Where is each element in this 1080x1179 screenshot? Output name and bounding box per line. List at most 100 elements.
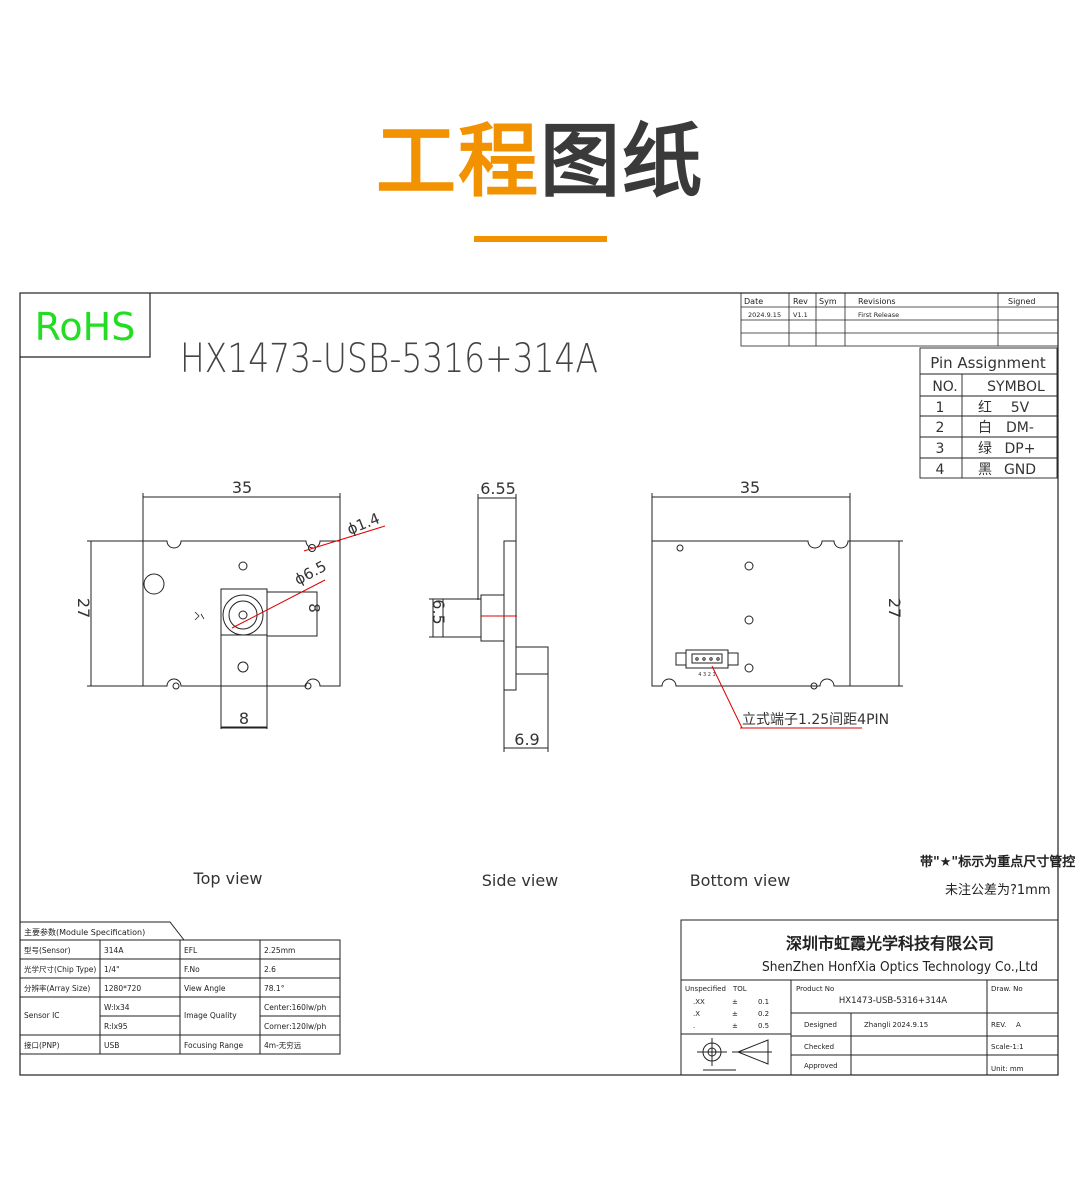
pin-4-symbol: GND — [1004, 462, 1036, 478]
dim-hole-dia: ϕ1.4 — [344, 509, 382, 538]
dim-top-width: 35 — [232, 478, 252, 497]
pin-3-no: 3 — [936, 441, 945, 457]
spec-r1-v1: 314A — [104, 946, 124, 955]
tol-2-c: 0.2 — [758, 1010, 769, 1018]
spec-r2-v2: 2.6 — [264, 965, 276, 974]
dim-tab-width: 8 — [239, 709, 249, 728]
pin-4-color: 黑 — [978, 462, 992, 478]
scale-label: Scale-1:1 — [991, 1043, 1024, 1051]
label-bottom-view: Bottom view — [690, 871, 791, 890]
spec-r4-v1: W:lx34 — [104, 1003, 130, 1012]
spec-r1-k1: 型号(Sensor) — [24, 946, 71, 955]
pin-head-symbol: SYMBOL — [987, 379, 1045, 395]
spec-r3-v2: 78.1° — [264, 984, 285, 993]
spec-r6-k2: Focusing Range — [184, 1041, 244, 1050]
tol-label: TOL — [732, 985, 747, 993]
dim-top-height: 27 — [74, 598, 93, 618]
connector-pin-labels: 4 3 2 1 — [698, 672, 716, 678]
pin-head-no: NO. — [932, 379, 957, 395]
spec-r6-v1: USB — [104, 1041, 119, 1050]
unspecified-label: Unspecified — [685, 985, 726, 993]
dim-bottom-height: 27 — [885, 598, 904, 618]
label-top-view: Top view — [193, 869, 263, 888]
rohs-label: RoHS — [35, 305, 136, 349]
pin-3-color: 绿 — [978, 441, 992, 457]
title-underline — [474, 236, 607, 242]
spec-title: 主要参数(Module Specification) — [24, 927, 145, 937]
label-side-view: Side view — [482, 871, 559, 890]
top-view-drawing — [87, 493, 341, 729]
dim-side-lens: 6.5 — [429, 599, 448, 624]
product-no: HX1473-USB-5316+314A — [839, 996, 947, 1006]
rev-head-sym: Sym — [819, 297, 837, 306]
dim-side-width: 6.55 — [480, 479, 516, 498]
rev-rev: V1.1 — [793, 311, 808, 319]
draw-no-label: Draw. No — [991, 985, 1023, 993]
title-block — [680, 919, 1059, 1076]
spec-r3-k1: 分辨率(Array Size) — [24, 983, 90, 993]
company-cn: 深圳市虹霞光学科技有限公司 — [786, 934, 994, 953]
dim-lens-dia: ϕ6.5 — [291, 557, 329, 589]
rohs-badge: RoHS — [20, 293, 151, 358]
page-title-dark: 图纸 — [540, 115, 704, 208]
tol-3-b: ± — [732, 1022, 738, 1030]
spec-table — [19, 921, 341, 1055]
pin-1-color: 红 — [978, 400, 992, 416]
checked-label: Checked — [804, 1043, 834, 1051]
spec-r6-v2: 4m-无穷远 — [264, 1040, 302, 1050]
pin-table-title: Pin Assignment — [930, 354, 1046, 372]
rev-head-rev: Rev — [793, 297, 808, 306]
dim-bottom-width: 35 — [740, 478, 760, 497]
pin-assignment-table — [919, 347, 1058, 479]
sheet-border — [19, 292, 1059, 1076]
designed-value: Zhangli 2024.9.15 — [864, 1021, 928, 1029]
product-no-label: Product No — [796, 985, 834, 993]
pin-4-no: 4 — [936, 462, 945, 478]
bottom-view-leader — [711, 665, 862, 729]
dim-lens-height: 8 — [305, 603, 323, 613]
spec-r2-k2: F.No — [184, 965, 200, 974]
spec-r6-k1: 接口(PNP) — [24, 1040, 60, 1050]
tol-3-c: 0.5 — [758, 1022, 769, 1030]
part-number: HX1473-USB-5316+314A — [180, 336, 598, 382]
pin-2-color: 白 — [978, 420, 992, 436]
rev-head-revisions: Revisions — [858, 297, 896, 306]
spec-r4-v2: Center:160lw/ph — [264, 1003, 326, 1012]
tol-3-a: . — [693, 1022, 695, 1030]
company-en: ShenZhen HonfXia Optics Technology Co.,L… — [762, 960, 1038, 975]
tol-1-c: 0.1 — [758, 998, 769, 1006]
spec-r4-k2: Image Quality — [184, 1011, 237, 1020]
bottom-view-drawing — [651, 493, 903, 690]
tol-1-b: ± — [732, 998, 738, 1006]
top-view-leaders — [231, 525, 386, 629]
rev-head-date: Date — [744, 297, 763, 306]
rev-date: 2024.9.15 — [748, 311, 781, 319]
pin-1-no: 1 — [936, 400, 945, 416]
dim-side-depth: 6.9 — [514, 730, 539, 749]
connector-note: 立式端子1.25间距4PIN — [742, 712, 889, 728]
approved-label: Approved — [804, 1062, 838, 1070]
spec-r3-v1: 1280*720 — [104, 984, 141, 993]
tol-2-b: ± — [732, 1010, 738, 1018]
pin-2-no: 2 — [936, 420, 945, 436]
rev-head-signed: Signed — [1008, 297, 1035, 306]
note-line-2: 未注公差为?1mm — [945, 883, 1051, 898]
page-title-orange: 工程 — [376, 115, 540, 208]
rev-value: A — [1016, 1021, 1021, 1029]
spec-r2-k1: 光学尺寸(Chip Type) — [24, 964, 96, 974]
spec-r3-k2: View Angle — [184, 984, 226, 993]
projection-symbol-icon — [697, 1038, 772, 1071]
tol-1-a: .XX — [693, 998, 705, 1006]
revision-table — [740, 292, 1059, 347]
page-title: 工程图纸 — [0, 112, 1080, 212]
designed-label: Designed — [804, 1021, 837, 1029]
spec-r4-k1: Sensor IC — [24, 1011, 60, 1020]
pin-3-symbol: DP+ — [1005, 441, 1036, 457]
spec-r5-v2: Corner:120lw/ph — [264, 1022, 326, 1031]
tol-2-a: .X — [693, 1010, 700, 1018]
pin-2-symbol: DM- — [1006, 420, 1034, 436]
spec-r1-v2: 2.25mm — [264, 946, 295, 955]
spec-r2-v1: 1/4" — [104, 965, 120, 974]
pin-1-symbol: 5V — [1011, 400, 1030, 416]
